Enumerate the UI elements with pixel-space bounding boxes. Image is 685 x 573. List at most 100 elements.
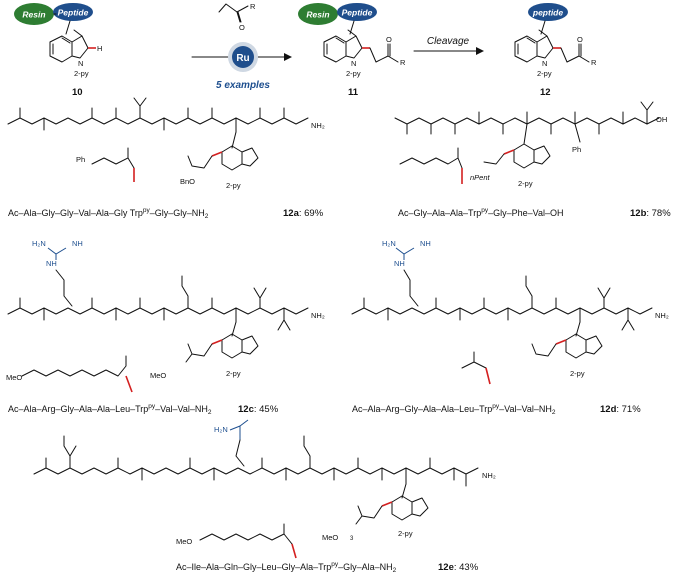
trp-modifier: py: [492, 403, 500, 410]
pyridyl-label: 2-py: [226, 369, 241, 378]
peg-chain: MeO: [322, 533, 338, 542]
resin-badge: [14, 3, 54, 25]
pyridyl-label: 2-py: [226, 181, 241, 190]
amide-side-chain: H₂N: [214, 425, 228, 434]
peg-methoxy: MeO: [6, 373, 22, 382]
svg-text:12c: 45%: 12c: 45%: [238, 404, 279, 415]
trp-modifier: py: [148, 403, 156, 410]
guanidine-right: NH: [72, 239, 83, 248]
peptide-label: peptide: [532, 8, 563, 18]
acrylate-reagent: O R: [218, 2, 256, 32]
alkyl-group: nPent: [470, 173, 491, 182]
pyridyl-label: 2-py: [518, 179, 533, 188]
peptide-badge: [528, 3, 568, 21]
trp-modifier: py: [331, 561, 339, 568]
compound-10-number: 10: [72, 87, 83, 98]
yield: : 71%: [616, 404, 641, 415]
pyridyl-label: 2-py: [346, 69, 361, 78]
peptide-label: Peptide: [58, 8, 89, 18]
compound-id: 12c: [238, 404, 254, 415]
pyridyl-label: 2-py: [570, 369, 585, 378]
r-substituent: R: [250, 2, 256, 11]
sequence-tail: –Gly–Gly–NH: [150, 208, 205, 218]
sequence-tail: –Gly–Phe–Val–OH: [488, 208, 563, 218]
cleavage-label: Cleavage: [427, 36, 470, 47]
compound-11: Resin Peptide O R N 2-py 11: [298, 3, 406, 98]
compound-10: Resin Peptide H N 2-py 10: [14, 3, 102, 98]
compound-12-number: 12: [540, 87, 551, 98]
carboxylic-acid: OH: [656, 115, 667, 124]
sequence-text: Ac–Ala–Gly–Gly–Val–Ala–Gly Trp: [8, 208, 143, 218]
benzyl-group: Ph: [76, 155, 85, 164]
svg-text:12a: 69%: 12a: 69%: [283, 208, 324, 219]
svg-text:12e: 43%: 12e: 43%: [438, 562, 479, 573]
product-12e: H₂N NH₂ MeO 3 2-py MeO Ac–Ile–Ala–Gln–Gl…: [33, 419, 496, 573]
pyridyl-label: 2-py: [74, 69, 89, 78]
pyridyl-label: 2-py: [537, 69, 552, 78]
compound-id: 12a: [283, 208, 300, 219]
resin-label: Resin: [22, 10, 45, 20]
sequence-text: Ac–Gly–Ala–Ala–Trp: [398, 208, 481, 218]
yield: : 45%: [254, 404, 279, 415]
product-12b: OH Ph nPent 2-py Ac–Gly–Ala–Ala–Trppy–Gl…: [394, 101, 671, 219]
resin-badge: [298, 3, 338, 25]
ester-group: BnO: [180, 177, 195, 186]
peg-chain: MeO: [150, 371, 166, 380]
o-atom: O: [239, 23, 245, 32]
sequence-tail: –Val–Val–NH: [499, 404, 552, 414]
product-12a: NH₂ BnO 2-py Ph Ac–Ala–Gly–Gly–Val–Ala–G…: [7, 97, 325, 220]
phenyl-group: Ph: [572, 145, 581, 154]
yield: : 43%: [454, 562, 479, 573]
svg-text:Ac–Ile–Ala–Gln–Gly–Leu–Gly–Ala: Ac–Ile–Ala–Gln–Gly–Leu–Gly–Ala–Trppy–Gly…: [176, 561, 397, 573]
resin-label: Resin: [306, 10, 329, 20]
nh2-terminal: NH₂: [311, 311, 325, 320]
peptide-badge: [53, 3, 93, 21]
o-atom: O: [577, 35, 583, 44]
peg-methoxy: MeO: [176, 537, 192, 546]
compound-id: 12e: [438, 562, 454, 573]
sequence-text: Ac–Ala–Arg–Gly–Ala–Ala–Leu–Trp: [352, 404, 492, 414]
subscript: 2: [205, 213, 209, 220]
subscript: 2: [552, 409, 556, 416]
sequence-text: Ac–Ile–Ala–Gln–Gly–Leu–Gly–Ala–Trp: [176, 562, 331, 572]
nh2-terminal: NH₂: [482, 471, 496, 480]
product-12c: H₂N NH NH NH₂ MeO 2-py MeO Ac–Ala–Arg–Gl…: [6, 239, 325, 416]
svg-text:Ac–Gly–Ala–Ala–Trppy–Gly–Phe–V: Ac–Gly–Ala–Ala–Trppy–Gly–Phe–Val–OH: [398, 207, 563, 218]
trp-modifier: py: [143, 207, 151, 214]
pyridyl-label: 2-py: [398, 529, 413, 538]
sequence-tail: –Gly–Ala–NH: [338, 562, 393, 572]
repeat-count: 3: [350, 536, 354, 542]
examples-count: 5 examples: [216, 80, 270, 91]
yield: : 78%: [646, 208, 671, 219]
guanidine-top: H₂N: [32, 239, 46, 248]
n-atom: N: [542, 59, 547, 68]
r-substituent: R: [400, 58, 406, 67]
n-atom: N: [78, 59, 83, 68]
compound-id: 12b: [630, 208, 647, 219]
ruthenium-label: Ru: [236, 53, 249, 64]
n-atom: N: [351, 59, 356, 68]
guanidine-right: NH: [420, 239, 431, 248]
o-atom: O: [386, 35, 392, 44]
compound-id: 12d: [600, 404, 617, 415]
h-atom: H: [97, 44, 102, 53]
ruthenium-catalyst-badge: [232, 46, 254, 68]
svg-text:12d: 71%: 12d: 71%: [600, 404, 641, 415]
peptide-badge: [337, 3, 377, 21]
subscript: 2: [393, 567, 397, 573]
sequence-text: Ac–Ala–Arg–Gly–Ala–Ala–Leu–Trp: [8, 404, 148, 414]
nh2-terminal: NH₂: [655, 311, 669, 320]
compound-12: peptide O R N 2-py 12: [514, 3, 597, 98]
trp-modifier: py: [481, 207, 489, 214]
compound-11-number: 11: [348, 87, 359, 98]
cleavage-arrow: Cleavage: [413, 36, 484, 55]
reaction-arrow: Ru 5 examples: [191, 42, 292, 91]
guanidine-top: H₂N: [382, 239, 396, 248]
nh2-terminal: NH₂: [311, 121, 325, 130]
r-substituent: R: [591, 58, 597, 67]
guanidine-nh: NH: [46, 259, 57, 268]
yield: : 69%: [299, 208, 324, 219]
subscript: 2: [208, 409, 212, 416]
peptide-label: Peptide: [342, 8, 373, 18]
